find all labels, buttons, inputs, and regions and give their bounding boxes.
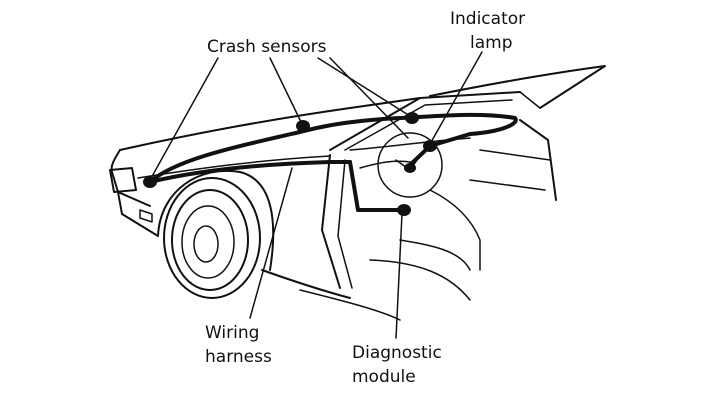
wiring-harness-label-line1: Wiring <box>205 323 259 343</box>
indicator-lamp-dot <box>423 140 437 152</box>
indicator-lamp-label-line1: Indicator <box>450 9 525 29</box>
crash-sensors-label: Crash sensors <box>207 37 327 57</box>
diagnostic-module-label-line2: module <box>352 367 416 387</box>
indicator-lamp-label-line2: lamp <box>470 33 513 53</box>
steering-wheel-dot <box>404 163 416 173</box>
front-wheel <box>163 177 261 299</box>
diagnostic-module-label-line1: Diagnostic <box>352 343 442 363</box>
front-crash-sensor-dot <box>143 176 157 188</box>
car-body-outline <box>109 65 606 321</box>
wiring-harness-path <box>148 112 518 212</box>
hood-crash-sensor-dot <box>296 120 310 132</box>
wiring-harness-label-line2: harness <box>205 347 272 367</box>
labels: Crash sensors Indicator lamp Wiring harn… <box>205 9 525 387</box>
leader-lines <box>149 51 483 339</box>
diagnostic-module-dot <box>397 204 411 216</box>
